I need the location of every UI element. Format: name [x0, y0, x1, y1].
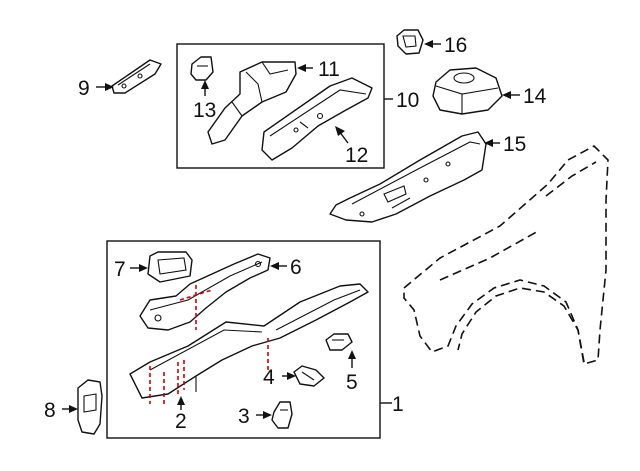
part-7-bracket — [147, 251, 193, 283]
part-6-rail — [139, 253, 271, 331]
callout-5: 5 — [346, 371, 358, 394]
callout-15: 15 — [503, 133, 526, 156]
part-14-strut-cap — [432, 67, 503, 115]
callout-12: 12 — [345, 144, 368, 167]
callout-10: 10 — [396, 89, 419, 112]
group-box-upper — [176, 43, 385, 169]
callout-2: 2 — [175, 410, 187, 433]
callout-4: 4 — [263, 366, 275, 389]
callout-6: 6 — [290, 256, 302, 279]
part-5-clip — [325, 333, 353, 351]
part-13-gusset — [190, 56, 214, 81]
callout-3: 3 — [238, 405, 250, 428]
callout-13: 13 — [193, 99, 216, 122]
part-8-plate — [77, 379, 103, 435]
callout-11: 11 — [318, 58, 340, 81]
part-11-apron — [207, 61, 297, 145]
weld-mark — [179, 289, 213, 301]
part-12-rail — [261, 77, 373, 161]
fender-outline — [403, 145, 609, 366]
callout-14: 14 — [523, 85, 547, 108]
part-2-frame-rail — [129, 283, 369, 399]
group-box-lower — [106, 240, 381, 439]
part-15-reinforcement — [329, 131, 487, 223]
part-4-clip — [293, 365, 325, 387]
callout-7: 7 — [114, 258, 126, 281]
part-3-bracket — [271, 401, 293, 429]
callout-16: 16 — [444, 34, 467, 57]
part-9-bracket — [111, 59, 162, 94]
callout-1: 1 — [392, 393, 404, 416]
callout-8: 8 — [44, 399, 56, 422]
part-16-bracket — [396, 29, 424, 55]
callout-9: 9 — [78, 77, 90, 100]
